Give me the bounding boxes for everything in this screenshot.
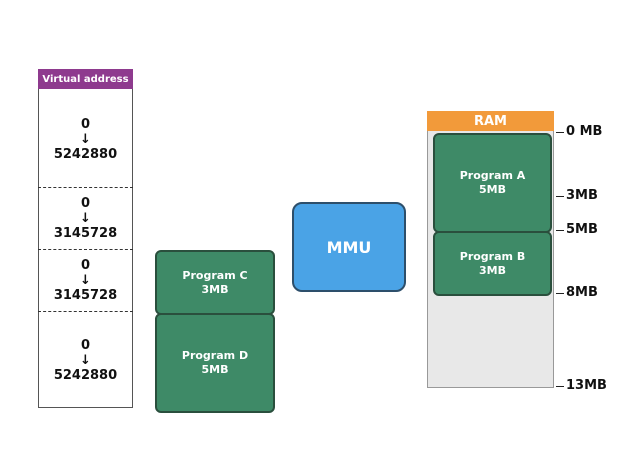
virtual-divider [38, 249, 133, 250]
program-c-box: Program C 3MB [155, 250, 275, 315]
ram-tick [556, 196, 564, 197]
program-b-box: Program B 3MB [433, 231, 552, 296]
ram-header: RAM [427, 111, 554, 131]
ram-tick [556, 293, 564, 294]
virtual-block-end: 3145728 [53, 287, 118, 303]
program-d-size: 5MB [201, 363, 229, 376]
program-a-box: Program A 5MB [433, 133, 552, 233]
ram-tick-label: 3MB [566, 188, 598, 203]
virtual-block-1: 0 ↓ 5242880 [38, 92, 133, 187]
program-b-size: 3MB [479, 263, 506, 277]
down-arrow-icon: ↓ [80, 210, 91, 226]
virtual-block-start: 0 [80, 195, 91, 211]
virtual-block-4: 0 ↓ 5242880 [38, 313, 133, 408]
virtual-block-end: 5242880 [53, 368, 118, 383]
ram-tick-label: 5MB [566, 222, 598, 237]
ram-tick [556, 230, 564, 231]
virtual-block-start: 0 [80, 257, 91, 273]
ram-tick-label: 13MB [566, 378, 607, 393]
virtual-divider [38, 187, 133, 188]
virtual-block-2: 0 ↓ 3145728 [38, 188, 133, 248]
virtual-block-end: 3145728 [53, 225, 118, 241]
virtual-address-column [38, 69, 133, 408]
virtual-block-start: 0 [80, 117, 91, 132]
ram-tick-label: 8MB [566, 285, 598, 300]
program-d-name: Program D [181, 349, 249, 362]
virtual-address-header: Virtual address [38, 69, 133, 89]
down-arrow-icon: ↓ [80, 353, 91, 368]
virtual-block-end: 5242880 [53, 147, 118, 162]
virtual-divider [38, 311, 133, 312]
program-c-name: Program C [182, 268, 248, 282]
program-d-box: Program D 5MB [155, 313, 275, 413]
virtual-block-start: 0 [80, 338, 91, 353]
program-a-size: 5MB [479, 183, 506, 196]
down-arrow-icon: ↓ [80, 272, 91, 288]
ram-tick-label: 0 MB [566, 124, 603, 139]
ram-tick [556, 386, 564, 387]
virtual-block-3: 0 ↓ 3145728 [38, 250, 133, 310]
program-a-name: Program A [459, 169, 526, 182]
ram-tick [556, 132, 564, 133]
mmu-box: MMU [292, 202, 406, 292]
program-c-size: 3MB [201, 282, 229, 296]
down-arrow-icon: ↓ [80, 132, 91, 147]
program-b-name: Program B [459, 249, 526, 263]
